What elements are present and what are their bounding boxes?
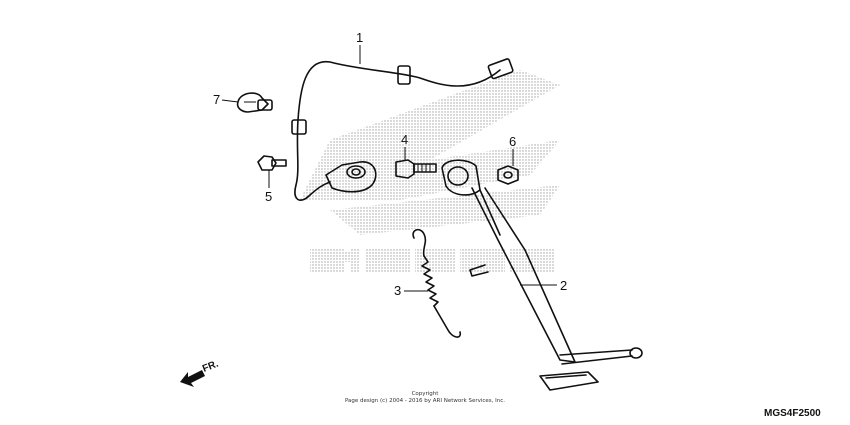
- callout-label: 4: [401, 132, 408, 147]
- callout-7: 7: [213, 92, 239, 107]
- honda-wing-watermark: [300, 70, 560, 272]
- callout-4: 4: [401, 132, 408, 160]
- clamp-part-7: [236, 92, 273, 113]
- callout-1: 1: [356, 30, 363, 64]
- callout-6: 6: [509, 134, 516, 166]
- callout-label: 5: [265, 189, 272, 204]
- side-stand-switch-harness: [291, 58, 514, 201]
- spring-part-3: [412, 228, 462, 338]
- main-stand-part-2: [441, 159, 643, 391]
- copyright-line-2: Page design (c) 2004 - 2016 by ARI Netwo…: [345, 398, 505, 404]
- nut-part-6: [497, 165, 519, 185]
- callout-label: 3: [394, 283, 401, 298]
- front-direction-label: FR.: [201, 358, 220, 374]
- callout-5: 5: [265, 170, 272, 204]
- copyright-line-1: Copyright: [412, 391, 440, 397]
- callout-label: 1: [356, 30, 363, 45]
- pivot-bolt-part-4: [395, 159, 437, 179]
- callout-2: 2: [520, 278, 567, 293]
- callout-label: 2: [560, 278, 567, 293]
- diagram-code: MGS4F2500: [764, 408, 821, 419]
- callout-label: 7: [213, 92, 220, 107]
- callout-label: 6: [509, 134, 516, 149]
- front-direction-arrow: FR.: [180, 358, 220, 387]
- callout-3: 3: [394, 283, 428, 298]
- bolt-part-5: [257, 155, 287, 171]
